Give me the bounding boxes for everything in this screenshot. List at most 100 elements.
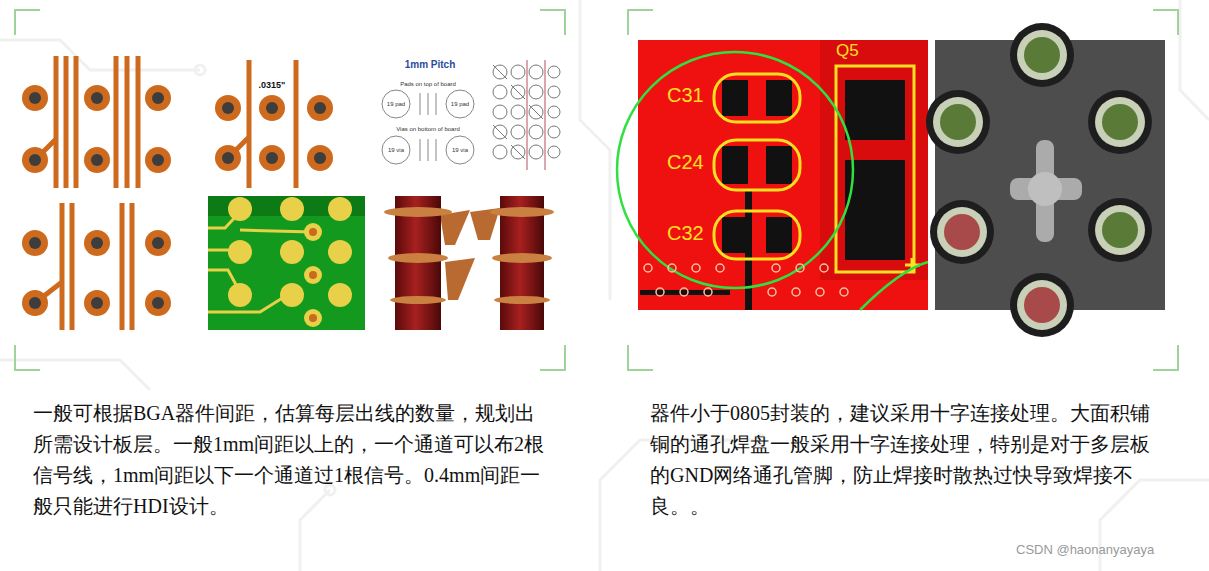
- bga-routing-one-line: [314, 102, 326, 114]
- circuit-background: [0, 40, 200, 70]
- via-barrel-3d: [388, 253, 448, 263]
- reference-designator: C32: [667, 222, 704, 244]
- thermal-relief-pads: [1017, 280, 1067, 330]
- pcb-layout-green: [208, 212, 313, 312]
- pcb-screenshot-red: [714, 66, 920, 272]
- via-label: 19 via: [388, 147, 404, 154]
- pcb-screenshot-red: [656, 288, 664, 296]
- pcb-screenshot-red: [768, 288, 776, 296]
- pitch-diagram: [511, 65, 525, 79]
- pcb-layout-green: [280, 240, 304, 264]
- pcb-screenshot-red: [766, 80, 792, 116]
- pcb-screenshot-red: [638, 40, 928, 310]
- bga-routing-three-lines: [84, 147, 110, 173]
- bga-routing-one-line: [215, 95, 241, 121]
- bga-routing-three-lines: [74, 56, 79, 188]
- circuit-background: [580, 0, 610, 300]
- pitch-diagram: [378, 52, 560, 177]
- pcb-screenshot-red: [714, 140, 800, 190]
- pitch-diagram: [526, 60, 528, 170]
- via-barrel-3d: [390, 296, 446, 304]
- bga-routing-three-lines: [29, 92, 41, 104]
- corner-bracket: [540, 10, 565, 35]
- pcb-layout-green: [309, 228, 317, 322]
- corner-bracket: [628, 345, 653, 370]
- pcb-screenshot-red: [680, 288, 688, 296]
- bga-routing-one-line: [228, 60, 296, 188]
- corner-bracket: [15, 10, 40, 35]
- corner-bracket: [15, 10, 1178, 370]
- bga-routing-three-lines: [125, 56, 130, 188]
- pcb-layout-green: [309, 271, 317, 279]
- bga-routing-two-lines: [22, 290, 48, 316]
- bga-routing-three-lines: [22, 56, 171, 188]
- via-barrel-3d: [494, 296, 550, 304]
- pcb-screenshot-red: [722, 146, 748, 184]
- pitch-diagram: [420, 139, 421, 161]
- bga-routing-two-lines: [152, 237, 164, 249]
- circuit-background: [325, 485, 335, 495]
- via-barrel-3d: [384, 207, 554, 304]
- bga-routing-two-lines: [145, 230, 171, 256]
- pcb-screenshot-red: [644, 264, 848, 296]
- pcb-screenshot-red: [617, 40, 928, 310]
- pcb-screenshot-red: [772, 264, 780, 272]
- bga-routing-one-line: [307, 95, 333, 121]
- bga-routing-three-lines: [29, 154, 41, 166]
- thermal-relief-pads: [1010, 273, 1074, 337]
- pcb-screenshot-red: [704, 288, 712, 296]
- bga-routing-two-lines: [70, 203, 75, 330]
- pitch-diagram: [436, 93, 437, 115]
- bga-routing-one-line: [215, 145, 241, 171]
- via-barrel-3d: [365, 196, 555, 330]
- pitch-diagram: [382, 90, 410, 118]
- circuit-background: [1100, 480, 1209, 571]
- bga-routing-two-lines: [91, 237, 103, 249]
- bga-routing-two-lines: [91, 297, 103, 309]
- thermal-relief-pads: [926, 23, 1152, 337]
- pcb-screenshot-red: [766, 146, 792, 184]
- pcb-layout-green: [228, 240, 252, 264]
- thermal-relief-pads: [1088, 90, 1152, 154]
- bga-routing-two-lines: [35, 203, 132, 330]
- pcb-layout-green: [280, 283, 304, 307]
- bga-routing-two-lines: [152, 297, 164, 309]
- pcb-layout-green: [304, 223, 322, 241]
- pitch-diagram: [511, 125, 525, 139]
- thermal-relief-pads: [926, 23, 1165, 337]
- pcb-screenshot-red: [766, 217, 792, 253]
- thermal-relief-pads: [1102, 212, 1138, 248]
- bga-routing-two-lines: [29, 237, 41, 249]
- description-text: 器件小于0805封装的，建议采用十字连接处理。大面积铺铜的通孔焊盘一般采用十字连…: [650, 398, 1155, 522]
- thermal-relief-pads: [1024, 37, 1060, 73]
- pcb-screenshot-red: [840, 288, 848, 296]
- thermal-relief-pads: [933, 30, 1145, 330]
- via-barrel-3d: [445, 258, 475, 300]
- pitch-diagram: [493, 65, 543, 159]
- bga-routing-two-lines: [29, 237, 164, 309]
- pcb-screenshot-red: [722, 80, 748, 116]
- bga-routing-three-lines: [114, 56, 119, 188]
- pcb-screenshot-red: [722, 217, 748, 253]
- pcb-screenshot-red: [617, 52, 928, 310]
- thermal-relief-pads: [930, 200, 994, 264]
- pcb-screenshot-red: [745, 190, 752, 310]
- corner-bracket: [540, 345, 565, 370]
- bga-routing-one-line: [222, 102, 234, 114]
- bga-routing-two-lines: [145, 290, 171, 316]
- circuit-background: [0, 360, 150, 390]
- pitch-diagram: [548, 86, 560, 98]
- bga-routing-three-lines: [84, 85, 110, 111]
- bga-routing-two-lines: [120, 203, 125, 330]
- thermal-relief-pads: [1028, 172, 1062, 206]
- watermark: CSDN @haonanyayaya: [1016, 543, 1154, 557]
- pcb-screenshot-red: [796, 264, 804, 272]
- bga-routing-three-lines: [29, 92, 164, 166]
- bga-routing-three-lines: [54, 56, 59, 188]
- pcb-layout-green: [328, 283, 352, 307]
- thermal-relief-pads: [933, 97, 983, 147]
- bga-routing-one-line: [307, 145, 333, 171]
- pitch-diagram: [548, 126, 560, 138]
- pcb-layout-green: [280, 197, 304, 221]
